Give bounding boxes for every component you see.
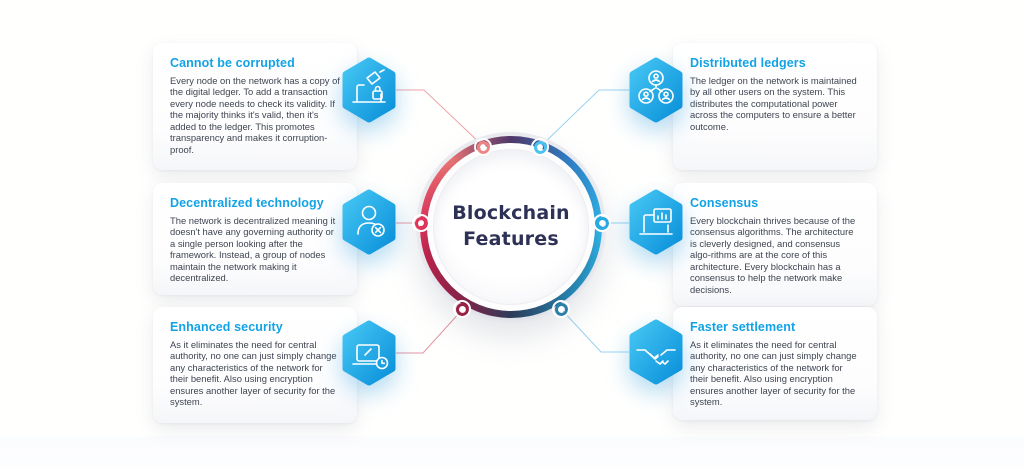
feature-card-cannot-be-corrupted: Cannot be corrupted Every node on the ne… <box>153 43 357 170</box>
feature-card-distributed-ledgers: Distributed ledgers The ledger on the ne… <box>673 43 877 170</box>
feature-title: Cannot be corrupted <box>170 56 295 70</box>
ring-node-top-right <box>531 138 549 156</box>
ring-node-left <box>412 214 430 232</box>
feature-card-consensus: Consensus Every blockchain thrives becau… <box>673 183 877 307</box>
feature-description: Every blockchain thrives because of the … <box>690 215 856 295</box>
handshake-icon <box>636 349 676 365</box>
connector-line-bottom-right <box>561 309 629 353</box>
feature-card-enhanced-security: Enhanced security As it eliminates the n… <box>153 307 357 423</box>
laptop-secure-icon <box>352 344 389 370</box>
feature-title: Decentralized technology <box>170 196 324 210</box>
feature-title: Faster settlement <box>690 320 796 334</box>
hexagon-badge-decentralized-technology <box>340 188 398 256</box>
feature-title: Enhanced security <box>170 320 283 334</box>
center-circle: Blockchain Features <box>416 132 606 322</box>
ring-node-right <box>593 214 611 232</box>
hexagon-badge-faster-settlement <box>627 318 685 386</box>
feature-description: As it eliminates the need for central au… <box>170 339 337 408</box>
feature-card-decentralized-technology: Decentralized technology The network is … <box>153 183 357 295</box>
ring-node-bottom-right <box>552 300 570 318</box>
feature-description: The ledger on the network is maintained … <box>690 75 857 132</box>
hexagon-badge-consensus <box>627 188 685 256</box>
hexagon-badge-cannot-be-corrupted <box>340 56 398 124</box>
connector-line-top-left <box>396 89 484 147</box>
center-title-line1: Blockchain <box>452 202 570 225</box>
connector-line-top-right <box>540 89 629 147</box>
center-title: Blockchain Features <box>452 201 570 252</box>
feature-title: Distributed ledgers <box>690 56 806 70</box>
center-title-line2: Features <box>463 228 559 250</box>
user-remove-icon <box>357 205 385 237</box>
ring-node-top-left <box>474 138 492 156</box>
feature-title: Consensus <box>690 196 759 210</box>
feature-card-faster-settlement: Faster settlement As it eliminates the n… <box>673 307 877 420</box>
user-network-icon <box>638 70 674 104</box>
laptop-chart-icon <box>639 208 673 235</box>
ballot-laptop-icon <box>352 69 386 103</box>
hexagon-badge-enhanced-security <box>340 319 398 387</box>
feature-description: Every node on the network has a copy of … <box>170 75 340 155</box>
connector-line-bottom-left <box>396 309 463 354</box>
ring-node-bottom-left <box>453 300 471 318</box>
feature-description: As it eliminates the need for central au… <box>690 339 857 408</box>
feature-description: The network is decentralized meaning it … <box>170 215 336 284</box>
hexagon-badge-distributed-ledgers <box>627 56 685 124</box>
